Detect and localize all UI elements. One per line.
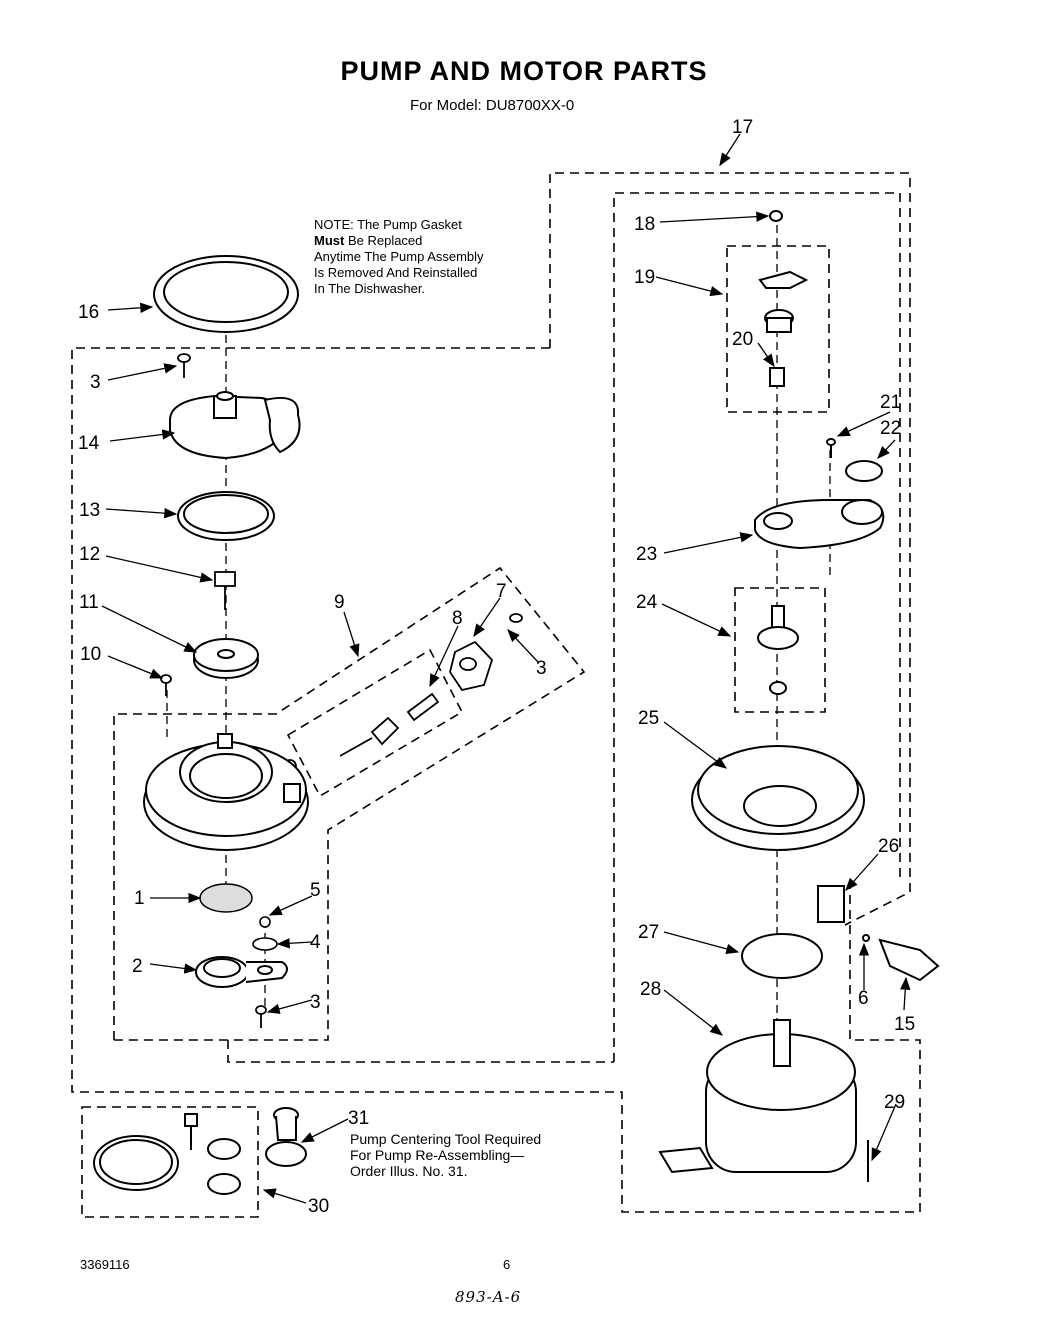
tool-note-line: Order Illus. No. 31. xyxy=(350,1163,468,1179)
callout-label: 3 xyxy=(90,372,101,393)
impeller-11 xyxy=(193,638,259,679)
page-title: PUMP AND MOTOR PARTS xyxy=(340,56,708,86)
centering-tool-31 xyxy=(265,1107,307,1167)
terminal-block-26 xyxy=(817,885,845,923)
note-line: Anytime The Pump Assembly xyxy=(314,249,484,264)
main-assembly-boundary xyxy=(549,172,911,926)
ball-5 xyxy=(259,916,271,928)
tool-note-line: For Pump Re-Assembling— xyxy=(350,1147,525,1163)
bolt-12 xyxy=(214,571,236,610)
bearing-subgroup-box xyxy=(726,245,830,413)
kit-30 xyxy=(93,1113,241,1195)
callout-label: 17 xyxy=(732,117,753,138)
valve-parts xyxy=(283,613,523,773)
callout-label: 27 xyxy=(638,922,659,943)
lower-housing-2 xyxy=(195,956,288,988)
callout-label: 2 xyxy=(132,956,143,977)
callout-label: 3 xyxy=(536,658,547,679)
spring-8 xyxy=(406,692,440,722)
callout-label: 28 xyxy=(640,979,661,1000)
callout-label: 3 xyxy=(310,992,321,1013)
leader-lines xyxy=(101,133,911,1204)
callout-label: 22 xyxy=(880,418,901,439)
o-ring-4 xyxy=(252,937,278,951)
callout-label: 13 xyxy=(79,500,100,521)
washer-18 xyxy=(769,210,783,222)
callout-label: 8 xyxy=(452,608,463,629)
main-assembly-boundary-left xyxy=(71,347,921,1213)
pump-cover-14 xyxy=(169,391,301,460)
coupling-subgroup-box xyxy=(734,587,826,713)
callout-label: 25 xyxy=(638,708,659,729)
o-ring-6 xyxy=(862,934,870,942)
valve-subgroup-boundary xyxy=(286,648,464,798)
seal-ring-13 xyxy=(177,491,275,541)
callout-label: 18 xyxy=(634,214,655,235)
callout-label: 5 xyxy=(310,880,321,901)
motor-group-boundary xyxy=(613,192,901,1062)
screw-10 xyxy=(160,674,172,696)
bearing-body xyxy=(766,317,792,333)
motor-parts xyxy=(658,210,940,1182)
callout-label: 29 xyxy=(884,1092,905,1113)
callout-label: 15 xyxy=(894,1014,915,1035)
note-line-rest: Be Replaced xyxy=(344,233,423,248)
retainer-19 xyxy=(758,270,809,289)
tool-note-line: Pump Centering Tool Required xyxy=(350,1131,542,1147)
gasket-note: NOTE: The Pump Gasket Must Be Replaced A… xyxy=(314,217,554,297)
callout-label: 12 xyxy=(79,544,100,565)
callout-label: 4 xyxy=(310,932,321,953)
motor-group-boundary-right xyxy=(849,880,921,1092)
callout-label: 30 xyxy=(308,1196,329,1217)
callout-label: 19 xyxy=(634,267,655,288)
coupling-24 xyxy=(771,605,785,629)
callout-label: 10 xyxy=(80,644,101,665)
screw-21 xyxy=(826,438,836,446)
handwritten-ref: 893-A-6 xyxy=(455,1288,522,1306)
doc-number: 3369116 xyxy=(80,1257,130,1272)
callout-label: 9 xyxy=(334,592,345,613)
centering-tool-note: Pump Centering Tool Required For Pump Re… xyxy=(350,1131,541,1179)
page-number: 6 xyxy=(503,1257,511,1272)
callout-label: 26 xyxy=(878,836,899,857)
note-line: Is Removed And Reinstalled xyxy=(314,265,478,280)
pump-gasket-16 xyxy=(153,255,299,333)
callout-label: 23 xyxy=(636,544,657,565)
callout-label: 1 xyxy=(134,888,145,909)
sleeve-20 xyxy=(769,367,785,387)
o-ring-22 xyxy=(845,460,883,482)
callout-label: 6 xyxy=(858,988,869,1009)
note-emphasis: Must xyxy=(314,233,345,248)
callout-labels: 16 3 14 13 12 11 10 9 8 7 3 1 5 4 2 3 17… xyxy=(78,117,915,1217)
callout-label: 11 xyxy=(79,592,99,613)
callout-label: 24 xyxy=(636,592,658,613)
note-line: In The Dishwasher. xyxy=(314,281,426,296)
pump-lower-boundary xyxy=(113,566,586,1041)
callout-label: 31 xyxy=(348,1108,369,1129)
callout-label: 7 xyxy=(496,581,507,602)
filter-screen-1 xyxy=(199,883,253,913)
axis-lines xyxy=(166,225,831,1030)
model-subtitle: For Model: DU8700XX-0 xyxy=(410,97,575,114)
slinger-27 xyxy=(741,933,823,979)
screw-3-lower xyxy=(255,1005,267,1028)
callout-label: 16 xyxy=(78,302,99,323)
screw-3-top xyxy=(177,353,191,378)
kit-box xyxy=(81,1106,259,1218)
pump-housing xyxy=(143,733,309,851)
callout-label: 14 xyxy=(78,433,100,454)
sensor-15 xyxy=(878,938,940,982)
callout-label: 21 xyxy=(880,392,901,413)
note-line: Must Be Replaced xyxy=(314,233,554,249)
pump-housing-boundary xyxy=(227,1040,614,1063)
assembly-boundaries xyxy=(71,172,921,1218)
screw-3-valve xyxy=(509,613,523,623)
note-line: NOTE: The Pump Gasket xyxy=(314,217,462,232)
callout-label: 20 xyxy=(732,329,753,350)
